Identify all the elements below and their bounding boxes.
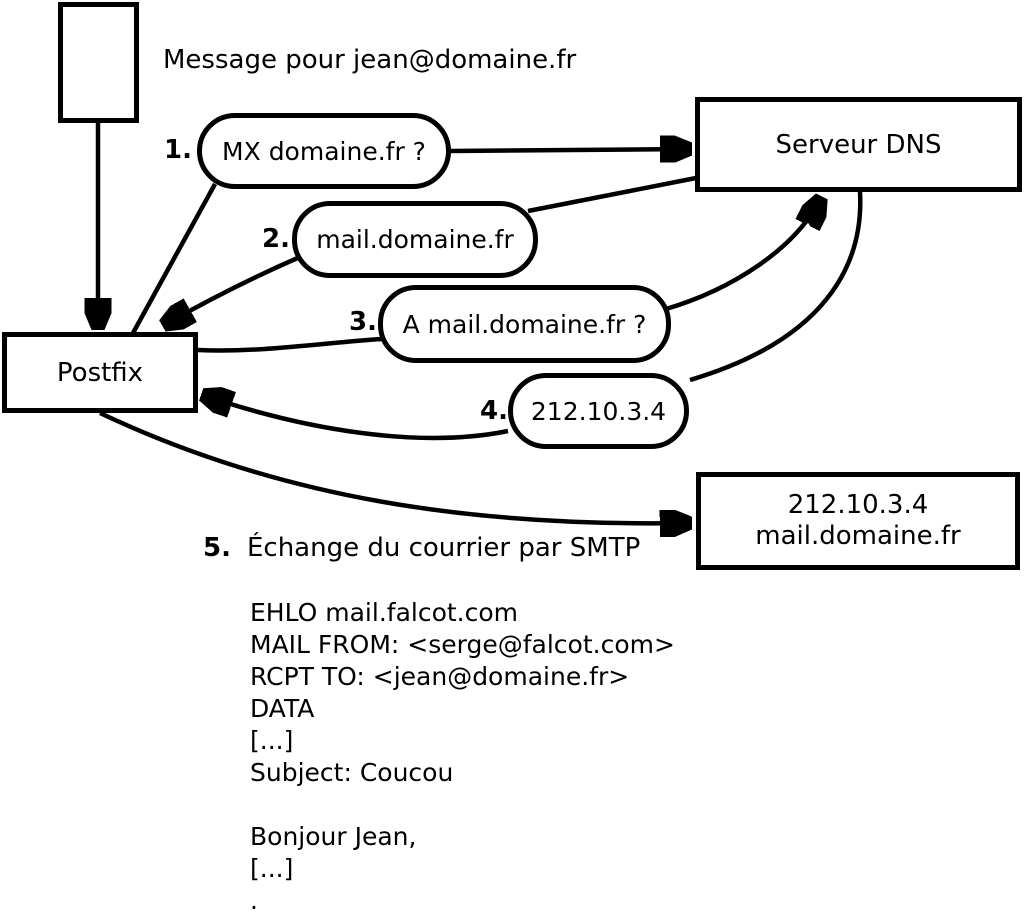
postfix-box: Postfix xyxy=(2,332,198,413)
smtp-session-text: EHLO mail.falcot.com MAIL FROM: <serge@f… xyxy=(250,598,675,915)
message-label: Message pour jean@domaine.fr xyxy=(163,45,577,75)
step5-number: 5. xyxy=(203,533,231,563)
step1-query-label: MX domaine.fr ? xyxy=(222,136,426,166)
arrow-postfix-to-destination xyxy=(99,410,690,523)
step3-query-bubble: A mail.domaine.fr ? xyxy=(378,285,671,363)
arrow-step4-to-postfix xyxy=(203,395,509,441)
step5-label: Échange du courrier par SMTP xyxy=(246,533,641,563)
line-postfix-to-step1 xyxy=(131,182,217,335)
line-postfix-to-step3 xyxy=(197,336,383,353)
line-dns-to-step2 xyxy=(527,175,697,214)
arrow-step1-to-dns xyxy=(449,149,690,151)
step3-number: 3. xyxy=(349,307,377,337)
mail-client-box xyxy=(58,2,139,123)
step3-query-label: A mail.domaine.fr ? xyxy=(402,309,647,339)
step5-label-line: 5. Échange du courrier par SMTP xyxy=(203,533,640,563)
step4-number: 4. xyxy=(480,396,508,426)
step2-reply-label: mail.domaine.fr xyxy=(316,225,514,254)
dns-server-box: Serveur DNS xyxy=(695,97,1022,192)
step4-reply-label: 212.10.3.4 xyxy=(530,396,667,426)
destination-hostname: mail.domaine.fr xyxy=(755,521,961,551)
dns-server-label: Serveur DNS xyxy=(775,129,942,160)
step2-number: 2. xyxy=(262,224,290,254)
destination-label: 212.10.3.4 mail.domaine.fr xyxy=(755,490,960,552)
step4-reply-bubble: 212.10.3.4 xyxy=(508,373,689,449)
postfix-label: Postfix xyxy=(56,357,144,388)
line-dns-to-step4 xyxy=(689,191,863,383)
arrow-step2-to-postfix xyxy=(164,254,301,325)
step1-number: 1. xyxy=(164,135,192,165)
destination-box: 212.10.3.4 mail.domaine.fr xyxy=(696,472,1020,570)
destination-ip: 212.10.3.4 xyxy=(787,490,929,520)
step1-query-bubble: MX domaine.fr ? xyxy=(197,113,451,189)
arrow-step3-to-dns xyxy=(665,198,821,312)
step2-reply-bubble: mail.domaine.fr xyxy=(292,201,538,278)
